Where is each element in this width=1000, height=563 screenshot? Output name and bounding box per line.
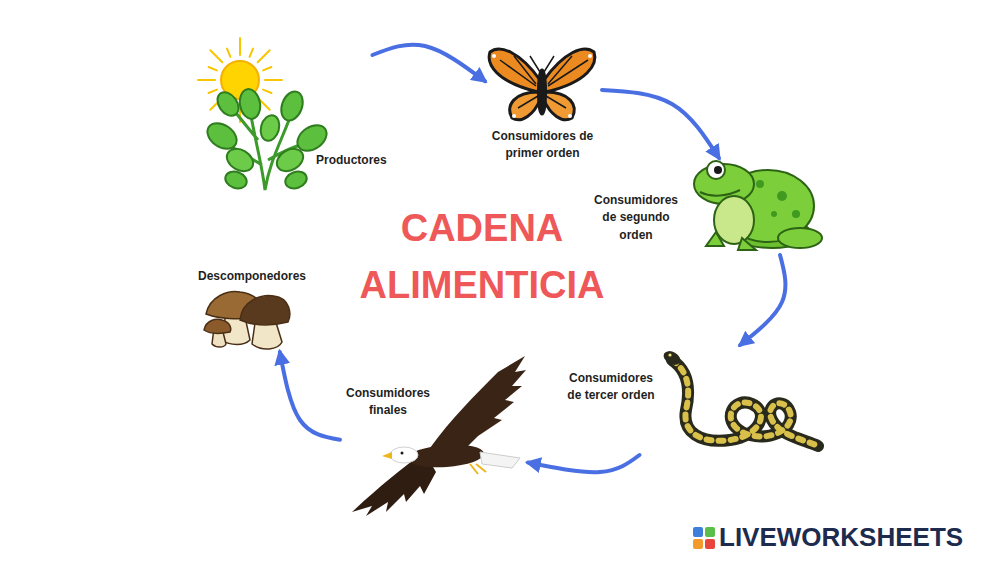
food-chain-node: Consumidores finales [340, 355, 528, 518]
eagle-icon [352, 356, 526, 516]
node-label: Consumidores de primer orden [485, 128, 600, 163]
food-chain-arrow [602, 90, 719, 158]
sun-ray [209, 90, 217, 93]
diagram-title: CADENA ALIMENTICIA [317, 200, 647, 314]
node-label: Productores [316, 152, 396, 169]
food-chain-arrow [740, 255, 785, 345]
food-chain-arrow [280, 352, 340, 440]
logo-icon [693, 527, 715, 549]
sun-ray [263, 67, 271, 70]
plant-icon [203, 87, 332, 191]
food-chain-node: Consumidores de segundo orden [585, 158, 820, 255]
sun-ray [263, 90, 271, 93]
food-chain-arrow [372, 45, 485, 82]
food-chain-node: Productores [185, 55, 398, 192]
sun-ray [210, 50, 222, 62]
sun-ray [227, 49, 230, 57]
food-chain-arrow [528, 455, 640, 472]
node-label: Descomponedores [192, 268, 312, 285]
snake-icon [661, 348, 818, 446]
sun-ray [258, 50, 270, 62]
sun-ray [198, 79, 215, 81]
node-label: Consumidores finales [340, 385, 436, 420]
sun-ray [209, 67, 217, 70]
sun-ray [239, 38, 241, 55]
butterfly-icon [489, 49, 595, 120]
frog-icon [694, 161, 822, 250]
node-label: Consumidores de tercer orden [562, 370, 660, 405]
food-chain-node: Consumidores de tercer orden [560, 345, 825, 455]
food-chain-node: Descomponedores [192, 264, 314, 352]
food-chain-node: Consumidores de primer orden [485, 40, 602, 165]
sun-ray [265, 79, 282, 81]
node-label: Consumidores de segundo orden [588, 192, 684, 244]
watermark: LIVEWORKSHEETS [719, 522, 963, 552]
mushroom-icon [204, 292, 290, 349]
sun-icon [198, 38, 282, 122]
sun-ray [250, 49, 253, 57]
